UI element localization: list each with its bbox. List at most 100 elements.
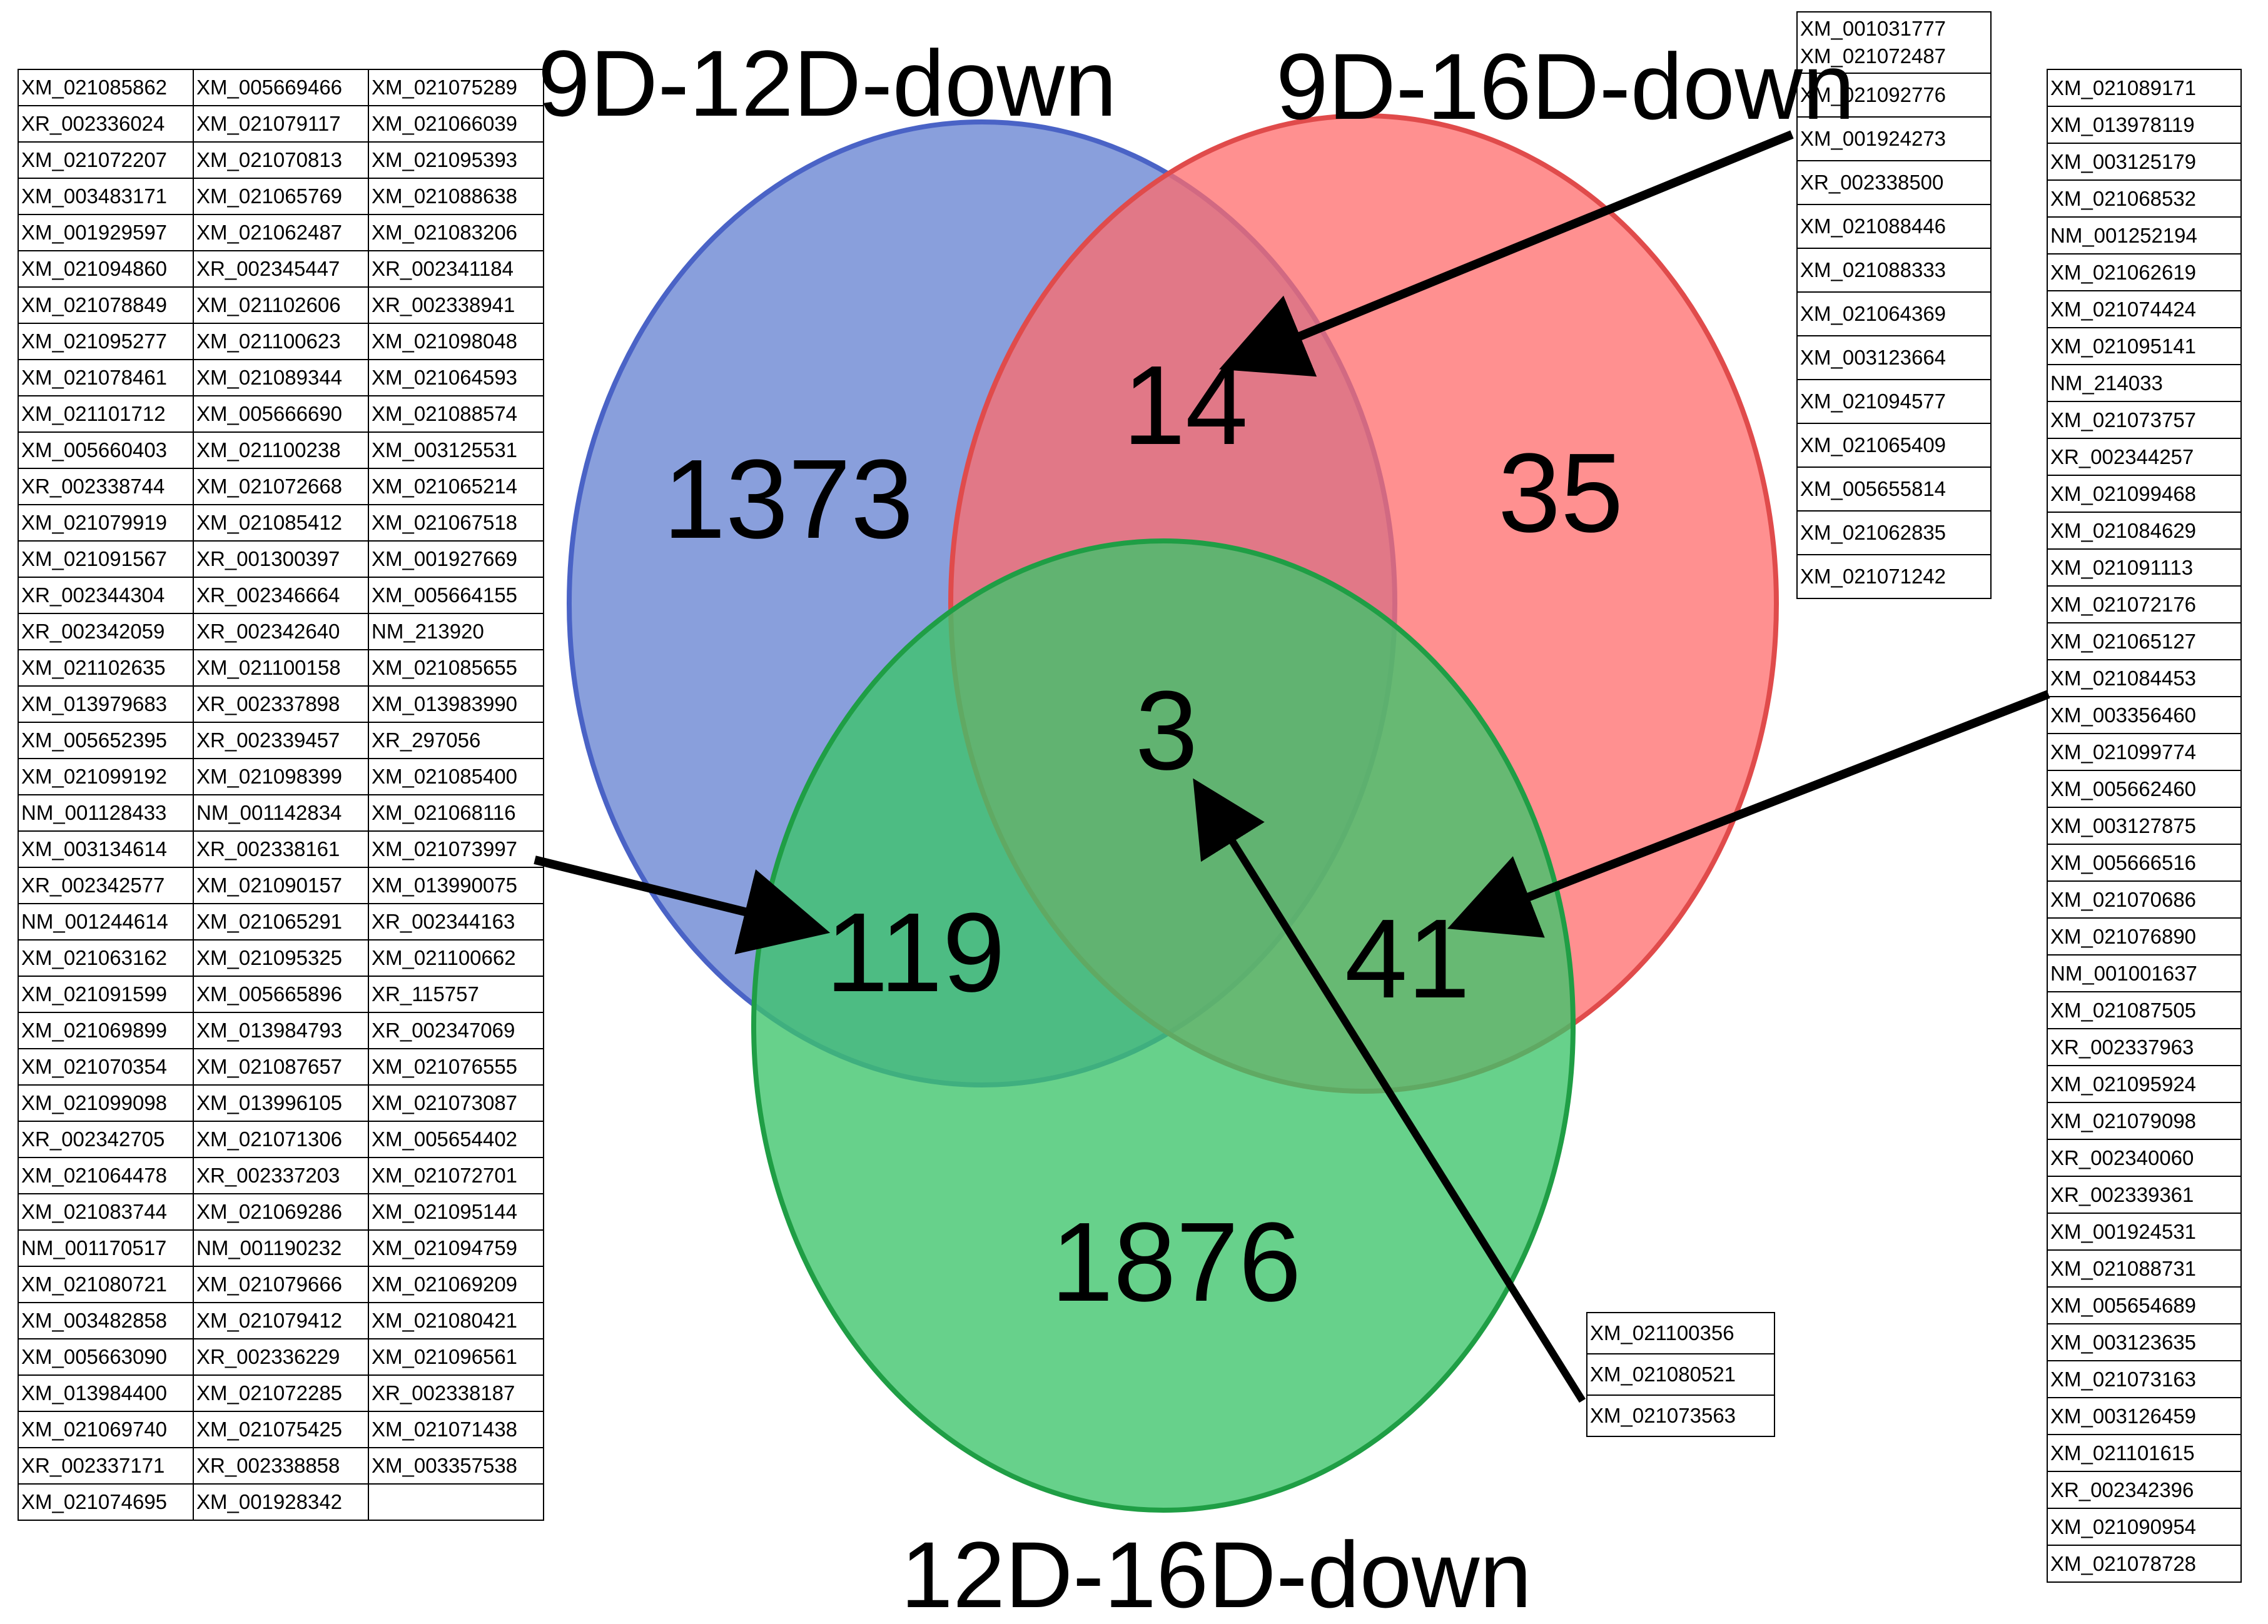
gene-id-cell: XM_021095141 bbox=[2047, 327, 2242, 365]
table-row: XM_003125179 bbox=[2047, 143, 2242, 181]
gene-id-cell: XM_021069740 bbox=[18, 1411, 194, 1448]
gene-id-cell: XM_013984793 bbox=[193, 1012, 369, 1049]
gene-id-cell: XM_001924273 bbox=[1796, 116, 1992, 161]
gene-id-cell: XM_021090157 bbox=[193, 867, 369, 904]
table-row: XM_021074424 bbox=[2047, 290, 2242, 328]
table-row: XM_021080521 bbox=[1586, 1353, 1775, 1396]
gene-id-cell: XM_021079919 bbox=[18, 504, 194, 542]
arrow-to-14 bbox=[1219, 130, 1794, 377]
table-row: XM_021088333 bbox=[1796, 248, 1992, 293]
gene-id-cell: XM_021078728 bbox=[2047, 1545, 2242, 1583]
gene-id-cell: XM_021098399 bbox=[193, 758, 369, 795]
table-row: XM_021095141 bbox=[2047, 327, 2242, 365]
table-row: XM_021095924 bbox=[2047, 1065, 2242, 1103]
table-row: XM_003356460 bbox=[2047, 696, 2242, 734]
table-row: XM_021084629 bbox=[2047, 512, 2242, 550]
gene-id-cell: XM_021067518 bbox=[368, 504, 544, 542]
arrow-to-41 bbox=[1447, 690, 2050, 938]
table-row: XM_021090954 bbox=[2047, 1508, 2242, 1546]
gene-id-cell: NM_001001637 bbox=[2047, 954, 2242, 992]
gene-id-cell: XM_021065409 bbox=[1796, 423, 1992, 468]
gene-id-cell: NM_001128433 bbox=[18, 794, 194, 832]
gene-id-cell: NM_214033 bbox=[2047, 364, 2242, 402]
table-row: XM_021064369 bbox=[1796, 291, 1992, 336]
gene-id-cell: XM_005665896 bbox=[193, 976, 369, 1013]
gene-id-cell: XM_013978119 bbox=[2047, 106, 2242, 144]
gene-id-cell: NM_213920 bbox=[368, 613, 544, 650]
gene-id-cell: XM_001929597 bbox=[18, 214, 194, 251]
table-row: XM_021088731 bbox=[2047, 1249, 2242, 1288]
gene-id-cell: XM_021074424 bbox=[2047, 290, 2242, 328]
gene-id-cell: XM_021095277 bbox=[18, 323, 194, 360]
table-row: XM_021065409 bbox=[1796, 423, 1992, 468]
gene-id-cell: XM_021084453 bbox=[2047, 659, 2242, 697]
table-row: XR_002340060 bbox=[2047, 1139, 2242, 1177]
set-label-9D-16D: 9D-16D-down bbox=[1276, 34, 1855, 139]
gene-id-cell bbox=[368, 1483, 544, 1521]
table-row: XM_001031777 XM_021072487 bbox=[1796, 11, 1992, 74]
gene-id-cell: XR_002345447 bbox=[193, 250, 369, 288]
gene-id-cell: XM_021088333 bbox=[1796, 248, 1992, 293]
gene-id-cell: XM_013983990 bbox=[368, 685, 544, 723]
gene-id-cell: XM_001927669 bbox=[368, 540, 544, 578]
gene-id-cell: XM_021091599 bbox=[18, 976, 194, 1013]
gene-id-cell: XM_021091567 bbox=[18, 540, 194, 578]
gene-id-cell: XM_021087505 bbox=[2047, 991, 2242, 1029]
table-row: XM_021068532 bbox=[2047, 179, 2242, 218]
gene-id-cell: XM_021078461 bbox=[18, 359, 194, 396]
table-row: XM_021071242 bbox=[1796, 554, 1992, 599]
gene-id-cell: XM_021076555 bbox=[368, 1048, 544, 1086]
table-row: XR_002344257 bbox=[2047, 438, 2242, 476]
gene-id-cell: XM_021073563 bbox=[1586, 1395, 1775, 1437]
gene-id-cell: XM_021079666 bbox=[193, 1266, 369, 1303]
count-only-9D-12D: 1373 bbox=[663, 436, 913, 562]
gene-id-cell: XM_021089171 bbox=[2047, 69, 2242, 107]
gene-id-cell: XM_021089344 bbox=[193, 359, 369, 396]
gene-id-cell: XR_002342059 bbox=[18, 613, 194, 650]
gene-id-cell: XM_003127875 bbox=[2047, 807, 2242, 845]
gene-id-cell: XM_005652395 bbox=[18, 722, 194, 759]
gene-id-cell: XM_021066039 bbox=[368, 105, 544, 143]
gene-id-cell: XM_021072668 bbox=[193, 468, 369, 505]
table-row: XR_002339361 bbox=[2047, 1176, 2242, 1214]
gene-id-cell: XM_003123664 bbox=[1796, 335, 1992, 380]
gene-id-cell: XM_021079412 bbox=[193, 1302, 369, 1339]
gene-id-cell: XM_003126459 bbox=[2047, 1397, 2242, 1435]
gene-id-cell: XM_003483171 bbox=[18, 178, 194, 215]
table-row: XM_021084453 bbox=[2047, 659, 2242, 697]
gene-id-cell: XR_002342396 bbox=[2047, 1471, 2242, 1509]
set-12D-16D-circle bbox=[751, 538, 1576, 1513]
gene-id-cell: XM_021100662 bbox=[368, 939, 544, 977]
gene-id-cell: XR_002344257 bbox=[2047, 438, 2242, 476]
gene-id-cell: XM_021085412 bbox=[193, 504, 369, 542]
gene-id-cell: XM_021100356 bbox=[1586, 1312, 1775, 1354]
table-row: XM_003123635 bbox=[2047, 1323, 2242, 1361]
table-row: XM_021091113 bbox=[2047, 548, 2242, 587]
gene-id-cell: XR_115757 bbox=[368, 976, 544, 1013]
gene-id-cell: XM_021101712 bbox=[18, 395, 194, 433]
gene-id-cell: XM_003134614 bbox=[18, 830, 194, 868]
gene-id-cell: XM_003357538 bbox=[368, 1447, 544, 1485]
gene-id-cell: XM_021075425 bbox=[193, 1411, 369, 1448]
gene-id-cell: XM_021083206 bbox=[368, 214, 544, 251]
gene-id-cell: XM_021094577 bbox=[1796, 379, 1992, 424]
gene-id-cell: XM_021088731 bbox=[2047, 1249, 2242, 1288]
table-row: XM_021073757 bbox=[2047, 401, 2242, 439]
gene-id-cell: XM_005666516 bbox=[2047, 844, 2242, 882]
table-row: XM_013978119 bbox=[2047, 106, 2242, 144]
gene-id-cell: XM_021095325 bbox=[193, 939, 369, 977]
